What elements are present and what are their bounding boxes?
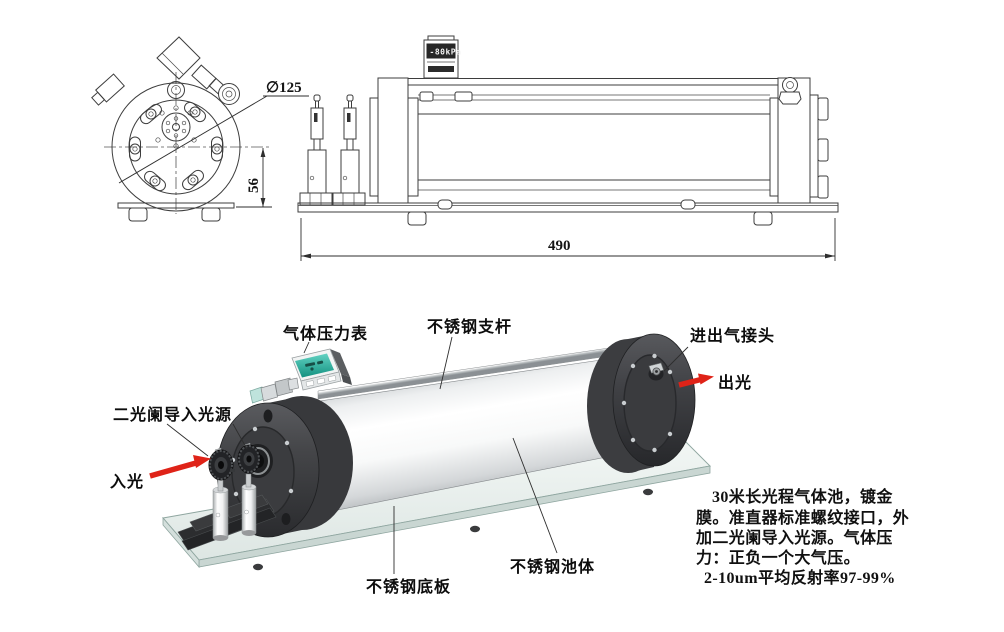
light-out-arrow [678,373,714,388]
render-post-back [241,473,257,536]
front-top-port [167,81,185,99]
front-slot [184,101,206,123]
front-left-fitting [91,73,125,106]
front-slot [182,169,204,191]
label-pressure-gauge: 气体压力表 [282,324,368,343]
front-base [117,202,235,222]
front-height-label: 56 [246,178,262,194]
render-iris-assembly [177,442,277,551]
label-gas-port: 进出气接头 [690,326,775,345]
spec-note-line: 加二光阑导入光源。气体压 [695,528,893,547]
spec-note-line: 力：正负一个大气压。 [696,548,860,567]
front-view-drawing: ∅125 56 [91,36,309,222]
side-iris-post [332,94,366,206]
label-base-plate: 不锈钢底板 [366,577,451,596]
render-post-front [212,476,229,541]
side-iris-post [299,94,333,206]
front-flange-outer [111,82,241,212]
front-slot [140,103,162,125]
render-iris-back [237,442,261,474]
render-pressure-gauge [249,348,352,404]
label-aperture-light-source: 二光阑导入光源 [113,405,232,424]
side-length-dimension: 490 [300,218,836,261]
label-light-out: 出光 [718,373,752,392]
illustration-3d: 气体压力表 不锈钢支杆 进出气接头 出光 二光阑导入光源 入光 不锈钢底板 不锈… [110,317,775,596]
spec-notes: 30米长光程气体池，镀金 膜。准直器标准螺纹接口，外 加二光阑导入光源。气体压 … [695,487,909,587]
label-support-rod: 不锈钢支杆 [427,317,512,336]
side-left-endcap [369,77,419,204]
side-gas-fitting [778,77,802,105]
side-view-drawing: -80kPa 490 [297,35,839,261]
side-length-label: 490 [548,238,571,254]
front-diameter-label: ∅125 [266,80,302,96]
side-base-plate [297,199,839,226]
side-gauge: -80kPa [423,35,462,79]
spec-note-line: 膜。准直器标准螺纹接口，外 [696,508,909,527]
render-iris-front [208,447,235,481]
spec-note-line: 30米长光程气体池，镀金 [712,487,893,506]
front-hub [155,105,197,149]
render-right-flange [587,333,696,473]
label-light-in: 入光 [110,472,144,491]
front-slot [144,170,166,192]
side-right-endcap [769,77,829,204]
front-slot [211,136,223,162]
front-gauge [156,36,240,105]
light-in-arrow [149,455,211,479]
render-gas-port [648,362,664,381]
front-slot [129,136,141,162]
side-gauge-display: -80kPa [430,48,462,57]
label-cell-body: 不锈钢池体 [510,557,595,576]
spec-note-line: 2-10um平均反射率97-99% [704,568,896,587]
